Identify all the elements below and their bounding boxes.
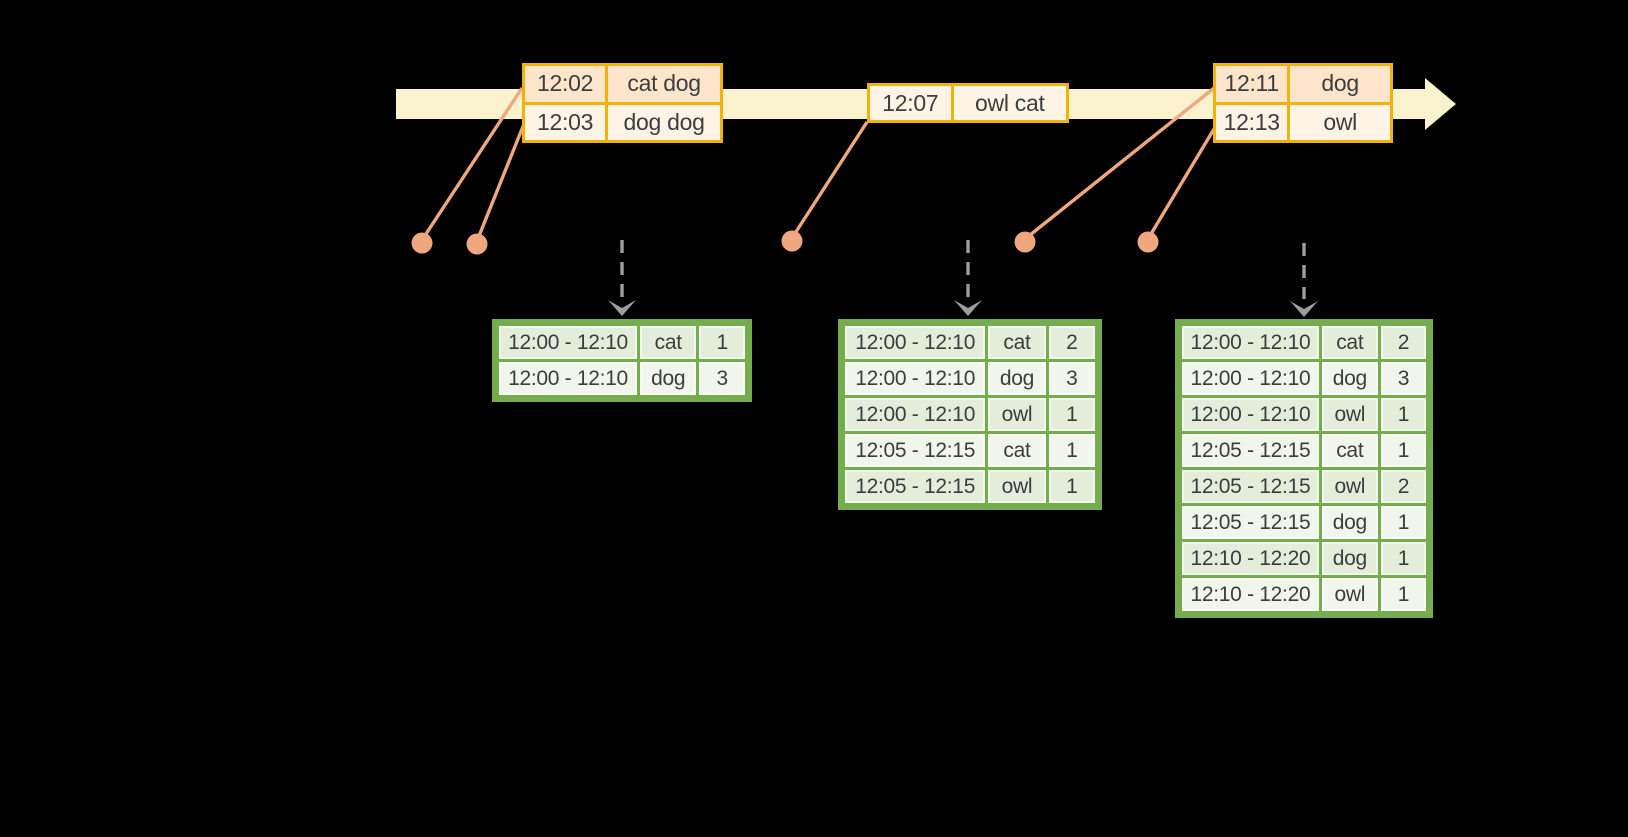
event-words-cell: cat dog [605,63,723,105]
count-cell: 1 [1380,506,1426,539]
result-row: 12:00 - 12:10 dog 3 [845,362,1095,395]
event-table-2: 12:07 owl cat [867,83,1070,123]
window-cell: 12:00 - 12:10 [499,362,637,395]
result-row: 12:00 - 12:10 owl 1 [845,398,1095,431]
arrowhead-chevron-icon [608,300,636,316]
event-row: 12:03 dog dog [521,101,723,143]
window-cell: 12:10 - 12:20 [1182,542,1319,575]
event-row: 12:13 owl [1212,101,1393,143]
word-cell: cat [1321,326,1378,359]
word-cell: cat [988,434,1046,467]
word-cell: cat [988,326,1046,359]
window-cell: 12:05 - 12:15 [1182,506,1319,539]
trigger-dot-icon [1014,231,1036,253]
word-cell: owl [988,470,1046,503]
event-connector-line [420,87,524,241]
event-words-cell: dog dog [605,101,723,143]
result-table-2: 12:00 - 12:10 cat 2 12:00 - 12:10 dog 3 … [838,319,1102,510]
word-cell: owl [1321,398,1378,431]
count-cell: 1 [1380,542,1426,575]
count-cell: 2 [1380,326,1426,359]
result-row: 12:05 - 12:15 owl 2 [1182,470,1426,503]
result-row: 12:05 - 12:15 dog 1 [1182,506,1426,539]
event-words-cell: dog [1287,63,1393,105]
result-row: 12:00 - 12:10 cat 2 [845,326,1095,359]
word-cell: dog [1321,542,1378,575]
event-connector-line [475,123,526,242]
trigger-dot-icon [781,230,803,252]
window-cell: 12:00 - 12:10 [1182,326,1319,359]
event-row: 12:02 cat dog [521,63,723,105]
count-cell: 1 [699,326,745,359]
window-cell: 12:00 - 12:10 [1182,362,1319,395]
event-connector-line [1146,123,1219,240]
result-row: 12:05 - 12:15 owl 1 [845,470,1095,503]
word-cell: owl [988,398,1046,431]
count-cell: 1 [1380,398,1426,431]
trigger-dots [411,230,1159,255]
count-cell: 2 [1380,470,1426,503]
output-arrowheads [608,300,1318,317]
event-time-cell: 12:03 [521,101,609,143]
result-table-3: 12:00 - 12:10 cat 2 12:00 - 12:10 dog 3 … [1175,319,1433,618]
event-connector-lines [420,86,1219,242]
count-cell: 1 [1380,434,1426,467]
word-cell: cat [1321,434,1378,467]
window-cell: 12:05 - 12:15 [845,434,986,467]
trigger-dot-icon [411,232,433,254]
event-connector-line [1023,86,1216,241]
event-time-cell: 12:11 [1212,63,1291,105]
event-row: 12:07 owl cat [867,83,1070,123]
window-cell: 12:00 - 12:10 [499,326,637,359]
result-row: 12:10 - 12:20 dog 1 [1182,542,1426,575]
result-row: 12:00 - 12:10 dog 3 [1182,362,1426,395]
event-table-3: 12:11 dog 12:13 owl [1212,63,1393,143]
timeline-arrowhead-icon [1425,78,1456,130]
window-cell: 12:00 - 12:10 [845,398,986,431]
arrowhead-chevron-icon [954,300,982,316]
window-cell: 12:00 - 12:10 [845,362,986,395]
trigger-dot-icon [466,233,488,255]
event-connector-line [790,121,869,239]
count-cell: 1 [1380,578,1426,611]
event-time-cell: 12:02 [521,63,609,105]
word-cell: dog [988,362,1046,395]
result-row: 12:00 - 12:10 dog 3 [499,362,745,395]
count-cell: 1 [1048,470,1095,503]
word-cell: dog [1321,362,1378,395]
window-cell: 12:05 - 12:15 [1182,434,1319,467]
result-row: 12:10 - 12:20 owl 1 [1182,578,1426,611]
word-cell: dog [1321,506,1378,539]
count-cell: 2 [1048,326,1095,359]
count-cell: 1 [1048,434,1095,467]
count-cell: 1 [1048,398,1095,431]
result-table-1: 12:00 - 12:10 cat 1 12:00 - 12:10 dog 3 [492,319,752,402]
word-cell: dog [640,362,697,395]
window-cell: 12:10 - 12:20 [1182,578,1319,611]
event-words-cell: owl cat [950,83,1070,123]
count-cell: 3 [699,362,745,395]
event-row: 12:11 dog [1212,63,1393,105]
event-time-cell: 12:07 [867,83,954,123]
window-cell: 12:05 - 12:15 [845,470,986,503]
result-row: 12:00 - 12:10 owl 1 [1182,398,1426,431]
word-cell: owl [1321,470,1378,503]
word-cell: cat [640,326,697,359]
window-cell: 12:00 - 12:10 [845,326,986,359]
count-cell: 3 [1380,362,1426,395]
event-time-cell: 12:13 [1212,101,1291,143]
result-row: 12:00 - 12:10 cat 2 [1182,326,1426,359]
count-cell: 3 [1048,362,1095,395]
arrowhead-chevron-icon [1290,301,1318,317]
trigger-dot-icon [1137,231,1159,253]
window-cell: 12:05 - 12:15 [1182,470,1319,503]
event-table-1: 12:02 cat dog 12:03 dog dog [521,63,723,143]
word-cell: owl [1321,578,1378,611]
event-words-cell: owl [1287,101,1393,143]
result-row: 12:00 - 12:10 cat 1 [499,326,745,359]
result-row: 12:05 - 12:15 cat 1 [845,434,1095,467]
output-arrows [620,240,1306,299]
window-cell: 12:00 - 12:10 [1182,398,1319,431]
result-row: 12:05 - 12:15 cat 1 [1182,434,1426,467]
